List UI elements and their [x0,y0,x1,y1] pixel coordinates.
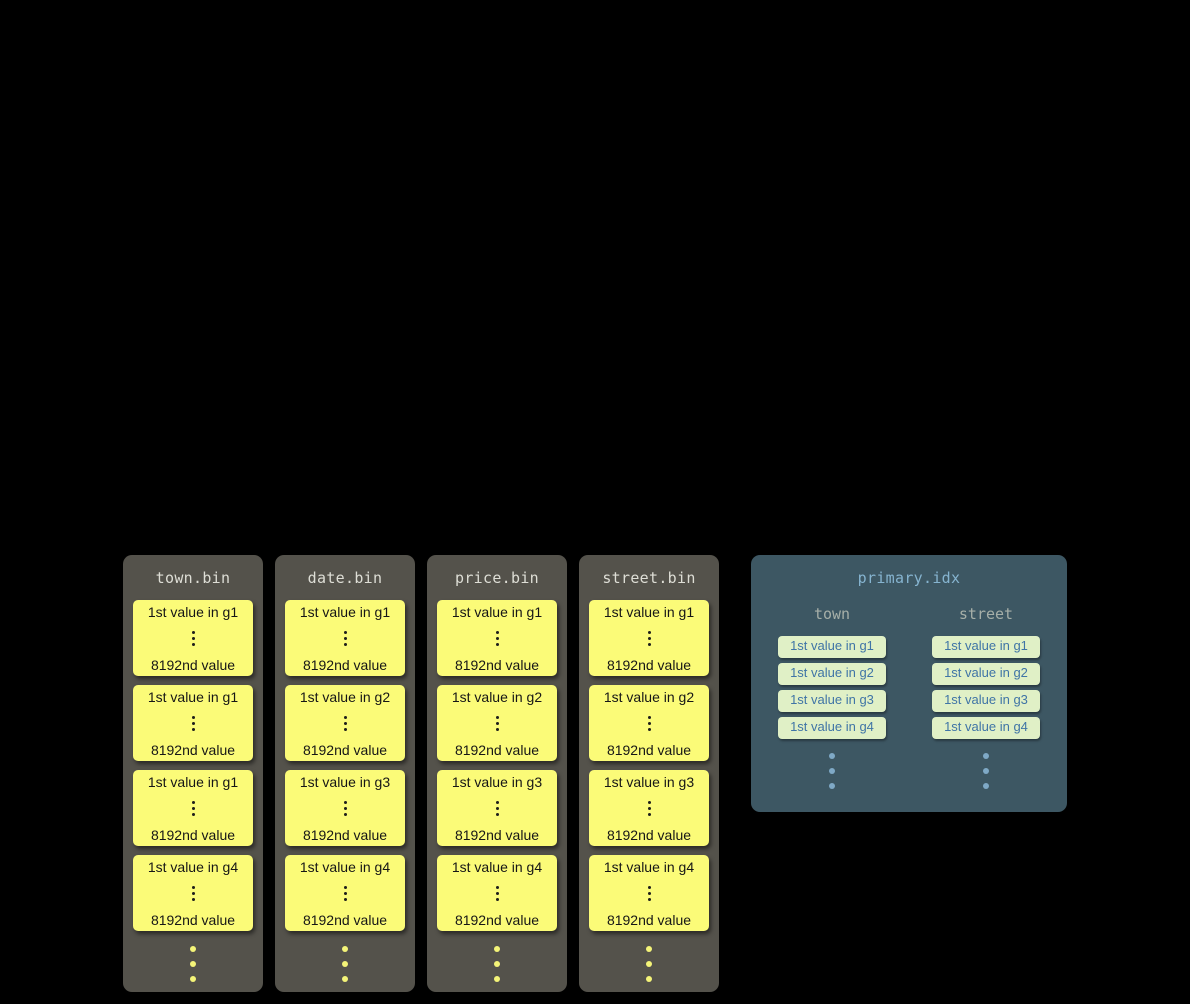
vertical-ellipsis-icon [191,631,195,646]
granule-last-value-label: 8192nd value [454,657,540,673]
granule-last-value-label: 8192nd value [606,657,692,673]
more-granules-ellipsis-icon [646,946,652,982]
bin-file-title: street.bin [602,568,696,587]
granule-last-value-label: 8192nd value [454,742,540,758]
granule-last-value-label: 8192nd value [150,912,236,928]
index-column-street: street 1st value in g1 1st value in g2 1… [931,605,1041,789]
granule-block: 1st value in g4 8192nd value [589,855,709,931]
granule-last-value-label: 8192nd value [606,742,692,758]
more-granules-ellipsis-icon [494,946,500,982]
granule-block: 1st value in g1 8192nd value [437,600,557,676]
granule-block: 1st value in g1 8192nd value [589,600,709,676]
granule-last-value-label: 8192nd value [150,742,236,758]
granule-last-value-label: 8192nd value [302,742,388,758]
granule-block: 1st value in g2 8192nd value [589,685,709,761]
granule-first-value-label: 1st value in g3 [603,774,695,790]
index-entry: 1st value in g4 [932,717,1040,739]
more-granules-ellipsis-icon [190,946,196,982]
granule-first-value-label: 1st value in g2 [603,689,695,705]
granule-block: 1st value in g1 8192nd value [133,600,253,676]
granule-first-value-label: 1st value in g3 [451,774,543,790]
granule-first-value-label: 1st value in g4 [299,859,391,875]
vertical-ellipsis-icon [495,801,499,816]
granule-last-value-label: 8192nd value [302,827,388,843]
granule-block: 1st value in g1 8192nd value [133,770,253,846]
vertical-ellipsis-icon [647,801,651,816]
granule-block: 1st value in g1 8192nd value [285,600,405,676]
index-column-header: town [813,605,851,623]
granule-last-value-label: 8192nd value [454,827,540,843]
granule-block: 1st value in g3 8192nd value [589,770,709,846]
more-entries-ellipsis-icon [983,753,989,789]
granule-last-value-label: 8192nd value [302,912,388,928]
granule-first-value-label: 1st value in g1 [603,604,695,620]
granule-block: 1st value in g3 8192nd value [285,770,405,846]
more-granules-ellipsis-icon [342,946,348,982]
vertical-ellipsis-icon [495,716,499,731]
granule-last-value-label: 8192nd value [302,657,388,673]
granule-last-value-label: 8192nd value [606,827,692,843]
more-entries-ellipsis-icon [829,753,835,789]
index-column-town: town 1st value in g1 1st value in g2 1st… [777,605,887,789]
granule-first-value-label: 1st value in g1 [451,604,543,620]
granule-last-value-label: 8192nd value [606,912,692,928]
vertical-ellipsis-icon [343,886,347,901]
index-entry: 1st value in g1 [932,636,1040,658]
granule-first-value-label: 1st value in g1 [147,604,239,620]
granule-first-value-label: 1st value in g4 [147,859,239,875]
granule-first-value-label: 1st value in g2 [451,689,543,705]
bin-file-title: town.bin [155,568,231,587]
granule-last-value-label: 8192nd value [150,827,236,843]
index-entry: 1st value in g3 [778,690,886,712]
index-column-header: street [958,605,1014,623]
granule-first-value-label: 1st value in g1 [147,774,239,790]
granule-last-value-label: 8192nd value [150,657,236,673]
bin-file-title: price.bin [455,568,539,587]
vertical-ellipsis-icon [647,716,651,731]
index-entry: 1st value in g4 [778,717,886,739]
granule-first-value-label: 1st value in g1 [147,689,239,705]
vertical-ellipsis-icon [191,716,195,731]
vertical-ellipsis-icon [647,631,651,646]
granule-first-value-label: 1st value in g4 [451,859,543,875]
granule-block: 1st value in g3 8192nd value [437,770,557,846]
granule-block: 1st value in g2 8192nd value [437,685,557,761]
granule-first-value-label: 1st value in g1 [299,604,391,620]
granule-block: 1st value in g1 8192nd value [133,685,253,761]
index-entry: 1st value in g3 [932,690,1040,712]
vertical-ellipsis-icon [191,886,195,901]
granule-block: 1st value in g2 8192nd value [285,685,405,761]
granule-block: 1st value in g4 8192nd value [133,855,253,931]
granule-block: 1st value in g4 8192nd value [285,855,405,931]
bin-file-panel-town: town.bin 1st value in g1 8192nd value 1s… [123,555,263,992]
vertical-ellipsis-icon [495,886,499,901]
index-entry: 1st value in g2 [932,663,1040,685]
primary-index-panel: primary.idx town 1st value in g1 1st val… [751,555,1067,812]
granule-first-value-label: 1st value in g2 [299,689,391,705]
index-entry: 1st value in g1 [778,636,886,658]
bin-file-title: date.bin [307,568,383,587]
vertical-ellipsis-icon [495,631,499,646]
primary-index-title: primary.idx [857,569,961,587]
granule-first-value-label: 1st value in g3 [299,774,391,790]
granule-first-value-label: 1st value in g4 [603,859,695,875]
bin-file-panel-date: date.bin 1st value in g1 8192nd value 1s… [275,555,415,992]
bin-files-group: town.bin 1st value in g1 8192nd value 1s… [123,555,719,992]
granule-last-value-label: 8192nd value [454,912,540,928]
bin-file-panel-street: street.bin 1st value in g1 8192nd value … [579,555,719,992]
bin-file-panel-price: price.bin 1st value in g1 8192nd value 1… [427,555,567,992]
index-entry: 1st value in g2 [778,663,886,685]
primary-index-columns: town 1st value in g1 1st value in g2 1st… [751,605,1067,789]
granule-block: 1st value in g4 8192nd value [437,855,557,931]
vertical-ellipsis-icon [191,801,195,816]
vertical-ellipsis-icon [343,716,347,731]
vertical-ellipsis-icon [343,801,347,816]
vertical-ellipsis-icon [647,886,651,901]
vertical-ellipsis-icon [343,631,347,646]
